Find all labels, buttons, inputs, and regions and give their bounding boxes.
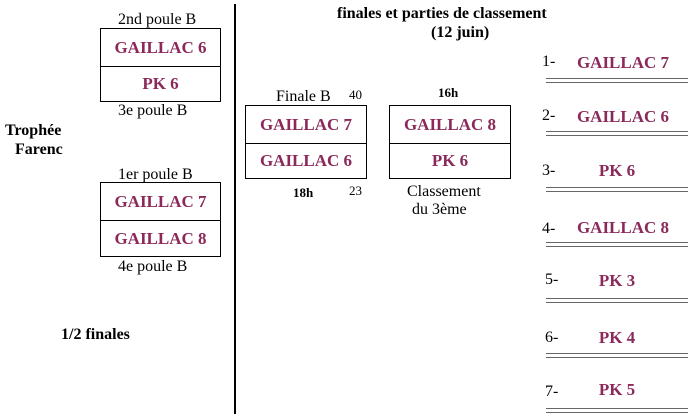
- match1-bottom-caption: 3e poule B: [118, 102, 188, 119]
- match2-bottom-caption: 4e poule B: [118, 258, 188, 275]
- final-score-top: 40: [349, 87, 362, 102]
- final-caption: Finale B: [276, 88, 331, 105]
- rank-underline: [546, 242, 688, 247]
- rank-number: 4-: [542, 220, 556, 237]
- rank-number: 5-: [545, 271, 559, 288]
- third-place-team2: PK 6: [431, 151, 469, 170]
- rank-number: 3-: [542, 162, 556, 179]
- rank-underline: [546, 298, 688, 303]
- page-date: (12 juin): [431, 24, 490, 41]
- rank-underline: [546, 78, 688, 83]
- match1-team1: GAILLAC 6: [101, 29, 220, 67]
- third-place-caption-line1: Classement: [407, 183, 481, 200]
- rank-underline: [546, 408, 688, 413]
- final-time: 18h: [293, 185, 314, 200]
- page-title: finales et parties de classement: [337, 5, 547, 22]
- rank-number: 1-: [542, 53, 556, 70]
- final-team1: GAILLAC 7: [246, 106, 366, 144]
- rank-team: GAILLAC 7: [576, 53, 670, 72]
- match1-team2: PK 6: [142, 74, 179, 93]
- vertical-divider: [234, 4, 236, 414]
- final-box: GAILLAC 7 GAILLAC 6: [245, 105, 367, 179]
- match2-team1: GAILLAC 7: [101, 183, 220, 221]
- trophy-label-line1: Trophée: [5, 122, 62, 139]
- final-score-bottom: 23: [349, 183, 362, 198]
- semifinal-1-box: GAILLAC 6 PK 6: [100, 28, 221, 102]
- third-place-box: GAILLAC 8 PK 6: [389, 105, 511, 179]
- match1-top-caption: 2nd poule B: [118, 11, 197, 28]
- rank-team: GAILLAC 8: [576, 218, 670, 237]
- rank-number: 6-: [545, 329, 559, 346]
- semifinal-2-box: GAILLAC 7 GAILLAC 8: [100, 182, 221, 257]
- rank-underline: [546, 353, 688, 358]
- rank-number: 2-: [542, 107, 556, 124]
- rank-team: PK 4: [598, 328, 636, 347]
- rank-team: PK 6: [598, 161, 636, 180]
- third-place-time: 16h: [438, 85, 459, 100]
- half-finals-label: 1/2 finales: [61, 326, 130, 343]
- rank-team: PK 5: [598, 380, 636, 399]
- match2-top-caption: 1er poule B: [118, 166, 193, 183]
- rank-underline: [546, 131, 688, 136]
- rank-number: 7-: [545, 383, 559, 400]
- rank-team: GAILLAC 6: [576, 107, 670, 126]
- third-place-caption-line2: du 3ème: [412, 201, 467, 218]
- trophy-label-line2: Farenc: [15, 141, 63, 158]
- rank-underline: [546, 187, 688, 192]
- match2-team2: GAILLAC 8: [114, 228, 207, 248]
- final-team2: GAILLAC 6: [259, 151, 353, 170]
- rank-team: PK 3: [598, 271, 636, 290]
- third-place-team1: GAILLAC 8: [390, 106, 510, 144]
